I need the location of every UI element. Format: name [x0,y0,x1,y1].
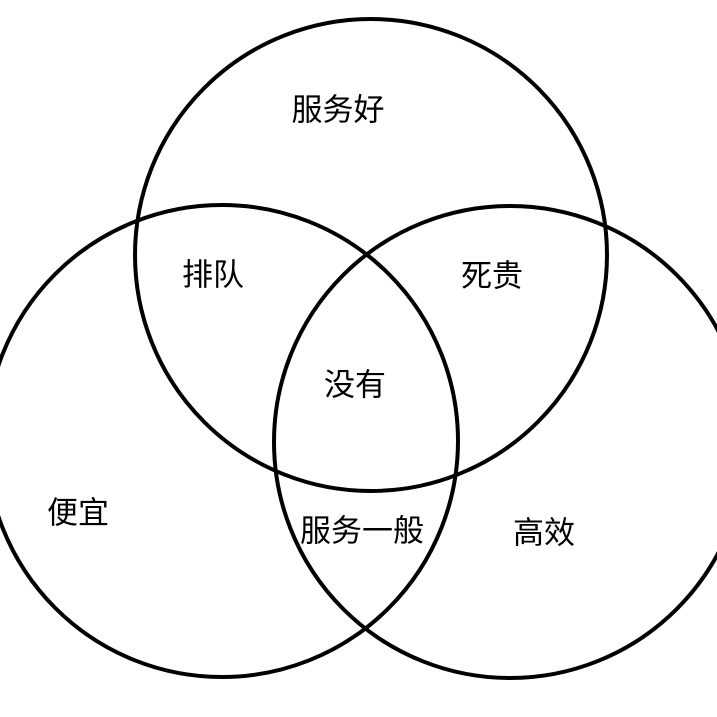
label-cheap: 便宜 [47,496,109,532]
label-none: 没有 [324,368,386,404]
label-expensive: 死贵 [461,259,523,295]
label-service-good: 服务好 [292,93,385,129]
circle-top [133,17,609,493]
circle-left [0,203,460,679]
label-queue: 排队 [182,258,244,294]
circle-right [272,204,717,680]
label-efficient: 高效 [513,516,575,552]
label-service-average: 服务一般 [300,514,424,550]
